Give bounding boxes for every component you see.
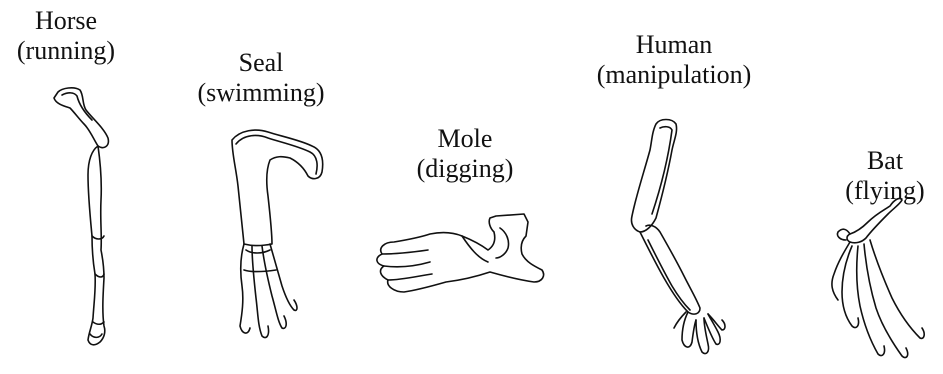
mole-limb-illustration: [377, 214, 544, 292]
human-limb-illustration: [631, 120, 725, 354]
seal-limb-illustration: [232, 130, 323, 337]
bat-limb-illustration: [832, 198, 924, 357]
horse-limb-illustration: [54, 88, 108, 345]
